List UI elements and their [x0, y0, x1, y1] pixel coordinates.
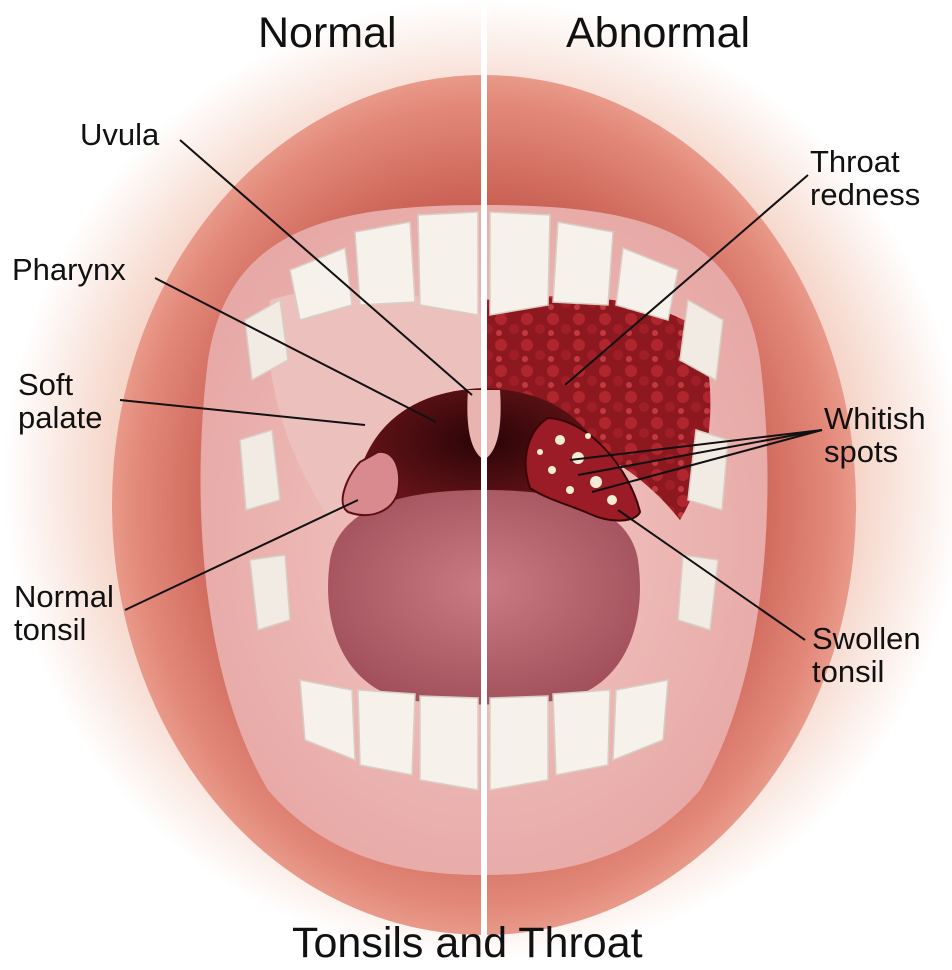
label-soft-palate-line2: palate	[18, 401, 102, 434]
label-whitish-spots-line2: spots	[824, 435, 926, 468]
center-divider	[481, 0, 487, 935]
label-swollen-tonsil: Swollen tonsil	[812, 622, 921, 688]
label-swollen-tonsil-line1: Swollen	[812, 622, 921, 655]
label-soft-palate-line1: Soft	[18, 368, 102, 401]
label-swollen-tonsil-line2: tonsil	[812, 655, 921, 688]
label-throat-redness: Throat redness	[810, 145, 920, 211]
label-soft-palate: Soft palate	[18, 368, 102, 434]
label-throat-redness-line2: redness	[810, 178, 920, 211]
label-throat-redness-line1: Throat	[810, 145, 920, 178]
label-whitish-spots-line1: Whitish	[824, 402, 926, 435]
caption: Tonsils and Throat	[292, 920, 643, 966]
label-normal-tonsil-line1: Normal	[14, 580, 114, 613]
label-uvula: Uvula	[80, 118, 159, 151]
label-normal-tonsil: Normal tonsil	[14, 580, 114, 646]
label-whitish-spots: Whitish spots	[824, 402, 926, 468]
label-normal-tonsil-line2: tonsil	[14, 613, 114, 646]
heading-abnormal: Abnormal	[566, 10, 750, 56]
label-pharynx: Pharynx	[12, 253, 126, 286]
heading-normal: Normal	[258, 10, 397, 56]
